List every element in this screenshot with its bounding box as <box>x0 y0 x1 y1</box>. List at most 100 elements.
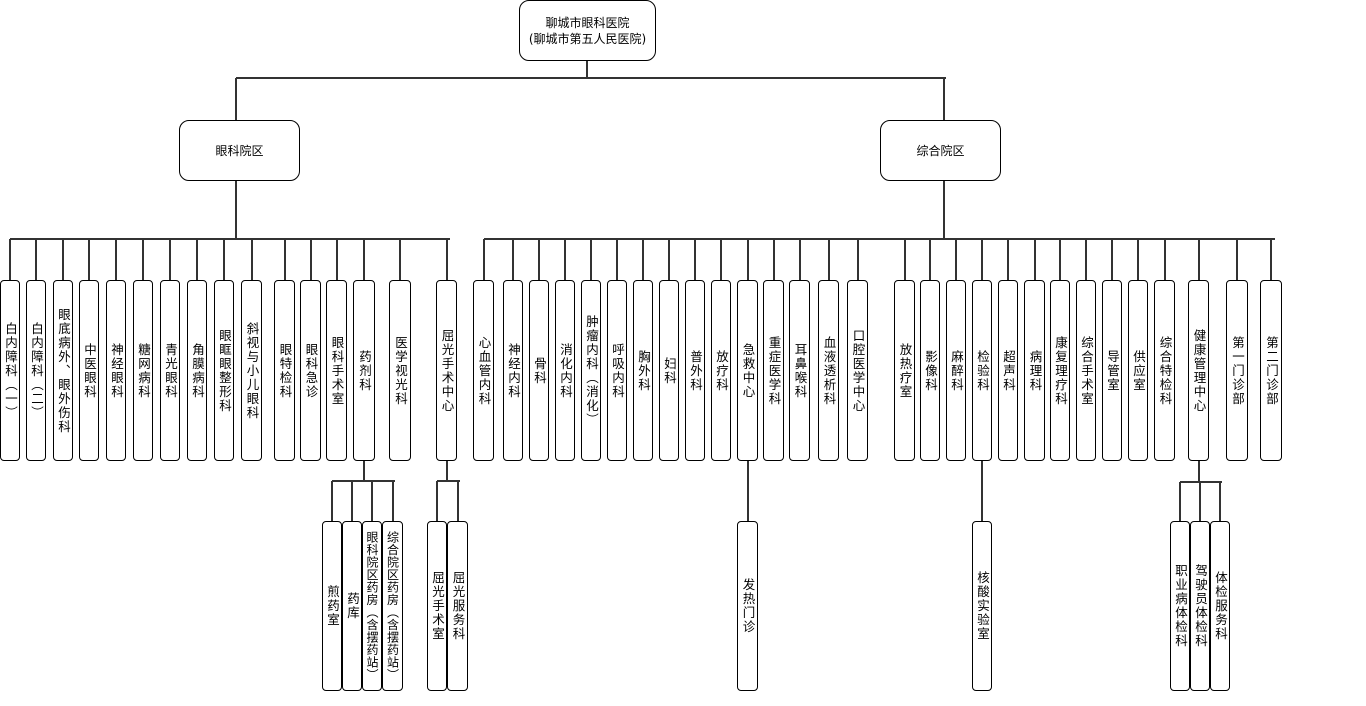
department-label: 放疗科 <box>714 349 729 392</box>
department-label: 青光眼科 <box>163 342 178 399</box>
department-label: 呼吸内科 <box>610 342 625 399</box>
sub-department-node[interactable]: 综合院区药房（含摆药站） <box>382 521 403 691</box>
department-node[interactable]: 重症医学科 <box>763 280 784 461</box>
department-node[interactable]: 综合特检科 <box>1154 280 1175 461</box>
department-node[interactable]: 青光眼科 <box>160 280 180 461</box>
department-node[interactable]: 放疗科 <box>711 280 731 461</box>
department-node[interactable]: 血液透析科 <box>818 280 839 461</box>
department-node[interactable]: 超声科 <box>998 280 1018 461</box>
department-label: 眼眶眼整形科 <box>217 328 232 413</box>
department-node[interactable]: 综合手术室 <box>1076 280 1096 461</box>
department-node[interactable]: 康复理疗科 <box>1050 280 1070 461</box>
department-node[interactable]: 中医眼科 <box>79 280 99 461</box>
department-node[interactable]: 神经内科 <box>503 280 523 461</box>
sub-department-node[interactable]: 煎药室 <box>322 521 342 691</box>
department-label: 检验科 <box>975 349 990 392</box>
root-node[interactable]: 聊城市眼科医院 (聊城市第五人民医院) <box>519 0 656 61</box>
department-connector <box>746 239 749 280</box>
department-node[interactable]: 医学视光科 <box>389 280 411 461</box>
department-connector <box>856 239 859 280</box>
department-label: 妇科 <box>662 356 677 385</box>
department-label: 神经内科 <box>506 342 521 399</box>
department-node[interactable]: 第二门诊部 <box>1260 280 1282 461</box>
department-node[interactable]: 肿瘤内科（消化） <box>581 280 601 461</box>
department-label: 屈光手术中心 <box>439 328 455 413</box>
department-node[interactable]: 眼眶眼整形科 <box>214 280 234 461</box>
department-node[interactable]: 麻醉科 <box>946 280 966 461</box>
campus-connector <box>943 78 945 120</box>
department-node[interactable]: 消化内科 <box>555 280 575 461</box>
department-node[interactable]: 白内障科（一） <box>0 280 20 461</box>
department-node[interactable]: 神经眼科 <box>106 280 126 461</box>
department-node[interactable]: 眼科手术室 <box>326 280 347 461</box>
department-node[interactable]: 病理科 <box>1024 280 1045 461</box>
campus-node-general[interactable]: 综合院区 <box>880 120 1001 181</box>
root-subtitle: (聊城市第五人民医院) <box>528 31 647 46</box>
department-label: 康复理疗科 <box>1053 335 1068 406</box>
department-connector <box>1033 239 1036 280</box>
department-label: 第二门诊部 <box>1264 335 1279 406</box>
sub-department-node[interactable]: 眼科院区药房（含摆药站） <box>362 521 382 691</box>
department-connector <box>169 239 171 280</box>
department-node[interactable]: 白内障科（二） <box>26 280 46 461</box>
department-node[interactable]: 第一门诊部 <box>1226 280 1248 461</box>
department-label: 核酸实验室 <box>975 571 990 641</box>
department-connector <box>1236 239 1238 280</box>
department-connector <box>35 239 37 280</box>
sub-department-node[interactable]: 屈光服务科 <box>447 521 468 691</box>
sub-connector <box>746 481 749 521</box>
department-node[interactable]: 口腔医学中心 <box>847 280 868 461</box>
department-label: 耳鼻喉科 <box>792 342 808 399</box>
sub-connector <box>981 481 983 521</box>
department-connector <box>981 239 983 280</box>
department-label: 血液透析科 <box>821 335 837 406</box>
department-node[interactable]: 胸外科 <box>633 280 653 461</box>
department-node[interactable]: 屈光手术中心 <box>436 280 457 461</box>
root-title: 聊城市眼科医院 <box>545 15 630 30</box>
department-node[interactable]: 角膜病科 <box>187 280 207 461</box>
department-label: 健康管理中心 <box>1191 328 1207 413</box>
department-node[interactable]: 导管室 <box>1102 280 1122 461</box>
department-node[interactable]: 眼科急诊 <box>300 280 321 461</box>
sub-department-node[interactable]: 药库 <box>342 521 362 691</box>
department-node[interactable]: 影像科 <box>920 280 940 461</box>
sub-department-node[interactable]: 发热门诊 <box>737 521 758 691</box>
department-node[interactable]: 眼特检科 <box>274 280 295 461</box>
department-node[interactable]: 眼底病外、眼外伤科 <box>53 280 73 461</box>
department-node[interactable]: 耳鼻喉科 <box>789 280 810 461</box>
department-node[interactable]: 斜视与小儿眼科 <box>241 280 262 461</box>
campus-bus-connector <box>943 181 945 239</box>
sub-department-node[interactable]: 核酸实验室 <box>972 521 992 691</box>
department-label: 供应室 <box>1131 349 1146 392</box>
department-node[interactable]: 急救中心 <box>737 280 758 461</box>
department-node[interactable]: 骨科 <box>529 280 549 461</box>
department-node[interactable]: 妇科 <box>659 280 679 461</box>
sub-department-node[interactable]: 体检服务科 <box>1210 521 1230 691</box>
department-connector <box>720 239 722 280</box>
department-connector <box>115 239 117 280</box>
department-connector <box>903 239 906 280</box>
sub-department-node[interactable]: 职业病体检科 <box>1170 521 1190 691</box>
department-node[interactable]: 健康管理中心 <box>1188 280 1209 461</box>
department-node[interactable]: 放热疗室 <box>894 280 915 461</box>
department-node[interactable]: 糖网病科 <box>133 280 153 461</box>
department-node[interactable]: 药剂科 <box>353 280 375 461</box>
campus-node-eye[interactable]: 眼科院区 <box>179 120 300 181</box>
department-node[interactable]: 普外科 <box>685 280 705 461</box>
department-label: 中医眼科 <box>82 342 97 399</box>
department-node[interactable]: 呼吸内科 <box>607 280 627 461</box>
department-label: 药剂科 <box>357 349 372 392</box>
department-connector <box>62 239 64 280</box>
department-bus <box>484 238 1275 240</box>
sub-bus <box>332 480 395 482</box>
department-node[interactable]: 供应室 <box>1128 280 1148 461</box>
sub-department-node[interactable]: 屈光手术室 <box>427 521 447 691</box>
sub-department-node[interactable]: 驾驶员体检科 <box>1190 521 1210 691</box>
sub-connector <box>436 481 438 521</box>
department-connector <box>1197 239 1200 280</box>
department-label: 胸外科 <box>636 349 651 392</box>
department-label: 影像科 <box>923 349 938 392</box>
sub-connector <box>445 461 448 481</box>
department-node[interactable]: 检验科 <box>972 280 992 461</box>
department-node[interactable]: 心血管内科 <box>473 280 494 461</box>
